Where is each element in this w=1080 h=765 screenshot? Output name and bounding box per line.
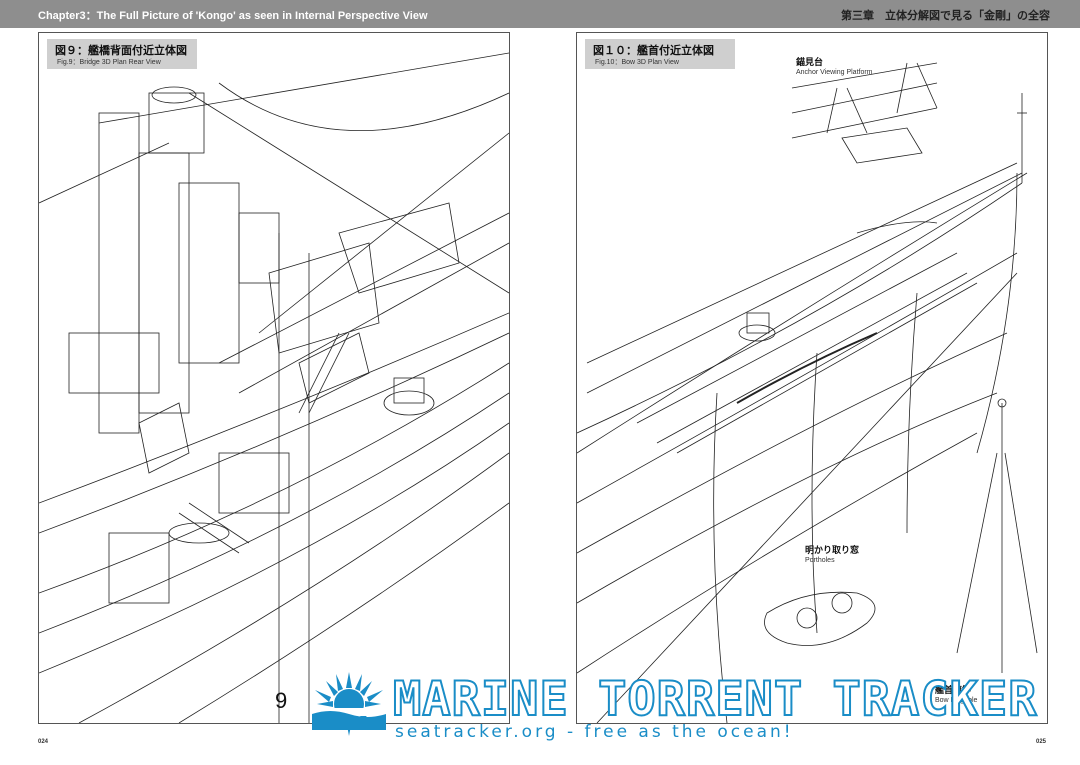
flagpole-callout: 艦首旗竿 Bow Flagpole — [935, 683, 977, 704]
porthole-callout: 明かり取り窓 Portholes — [805, 543, 859, 564]
chapter-title-en: Chapter3：The Full Picture of 'Kongo' as … — [38, 10, 428, 22]
figure-10-title-en: Fig.10：Bow 3D Plan View — [595, 59, 679, 66]
chapter-title-jp: 第三章 立体分解図で見る「金剛」の全容 — [841, 10, 1050, 22]
watermark-subtitle: seatracker.org - free as the ocean! — [395, 722, 794, 742]
left-page-number: 024 — [38, 739, 49, 745]
flagpole-label-jp: 艦首旗竿 — [935, 685, 972, 695]
figure-10-label: 図１０：艦首付近立体図 Fig.10：Bow 3D Plan View — [585, 39, 735, 69]
anchor-platform-callout: 錨見台 Anchor Viewing Platform — [796, 55, 873, 76]
figure-9-title-jp: 図９：艦橋背面付近立体図 — [55, 45, 187, 57]
overlay-number: 9 — [275, 688, 288, 713]
bow-drawing — [577, 62, 1038, 723]
bridge-rear-drawing — [39, 52, 509, 723]
porthole-label-jp: 明かり取り窓 — [805, 545, 860, 555]
figure-9-label: 図９：艦橋背面付近立体図 Fig.9：Bridge 3D Plan Rear V… — [47, 39, 197, 69]
watermark-title: MARINE TORRENT TRACKER — [392, 671, 1038, 728]
sun-wave-logo-icon — [312, 672, 386, 736]
page-header: Chapter3：The Full Picture of 'Kongo' as … — [0, 0, 1080, 28]
flagpole-label-en: Bow Flagpole — [935, 697, 978, 704]
anchor-platform-label-jp: 錨見台 — [796, 57, 824, 67]
figure-10-title-jp: 図１０：艦首付近立体図 — [593, 45, 714, 57]
figure-10-panel: 図１０：艦首付近立体図 Fig.10：Bow 3D Plan View 錨見台 … — [576, 32, 1048, 724]
figure-9-title-en: Fig.9：Bridge 3D Plan Rear View — [57, 59, 161, 66]
figure-9-panel: 図９：艦橋背面付近立体図 Fig.9：Bridge 3D Plan Rear V… — [38, 32, 510, 724]
anchor-platform-label-en: Anchor Viewing Platform — [796, 69, 873, 76]
right-page-number: 025 — [1035, 739, 1046, 745]
porthole-label-en: Portholes — [805, 557, 835, 564]
